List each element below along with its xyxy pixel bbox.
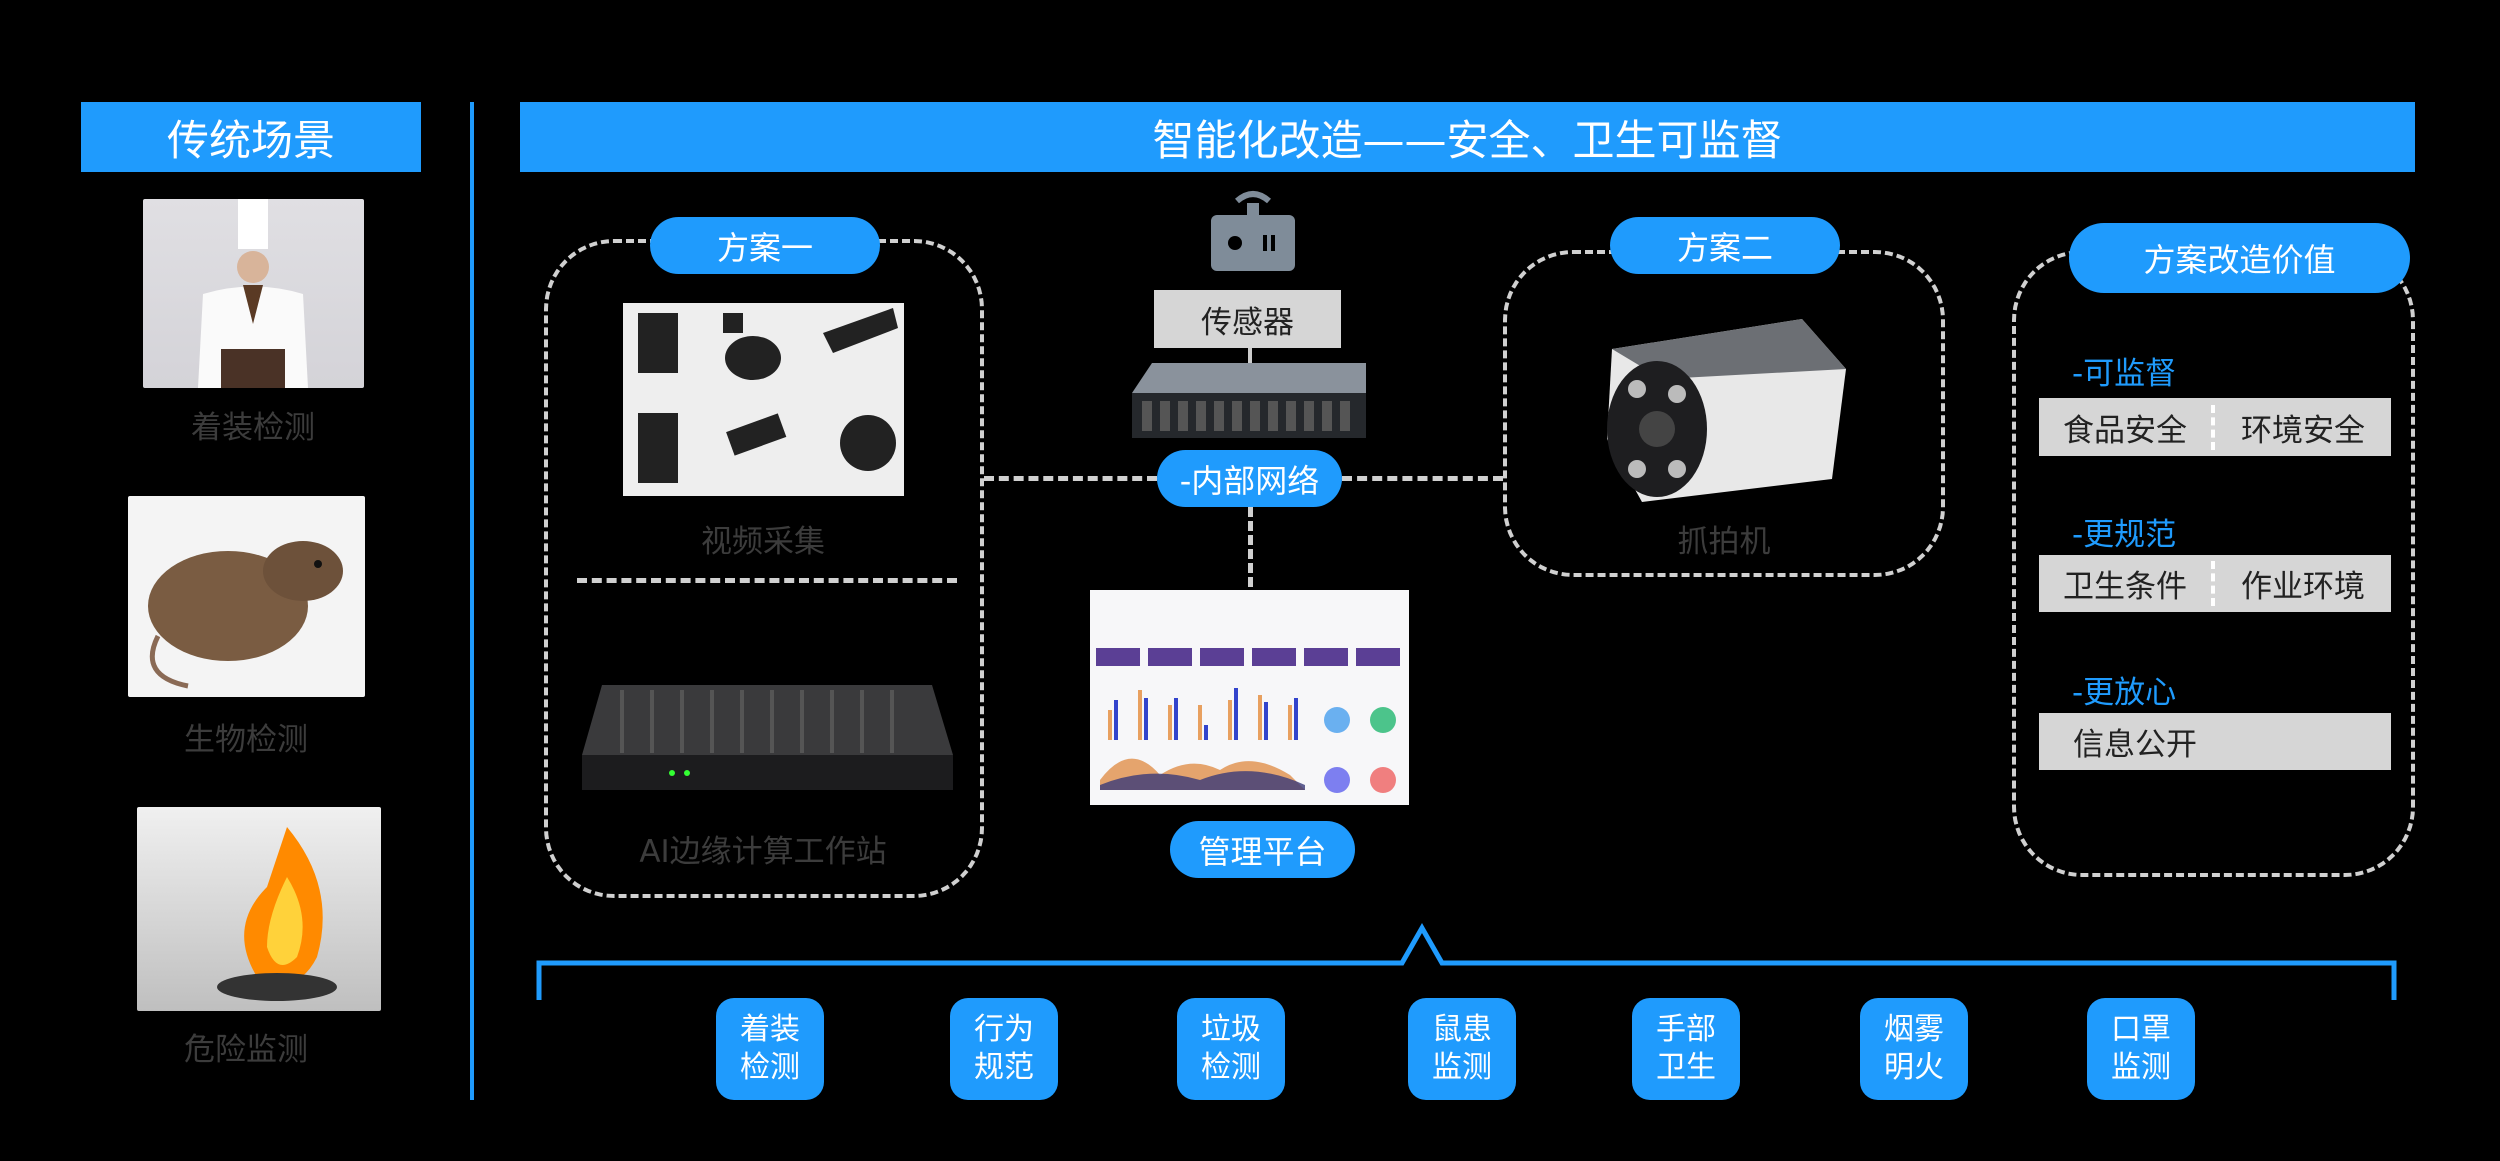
- sensor-label: 传感器: [1154, 290, 1341, 348]
- server-image: [1132, 363, 1366, 446]
- capture-camera-label: 抓拍机: [1677, 524, 1771, 560]
- info-disclosure-item: 信息公开: [2073, 727, 2197, 763]
- rat-photo: [128, 496, 365, 697]
- management-dashboard-image: [1090, 590, 1409, 805]
- standardized-heading: -更规范: [2072, 517, 2177, 553]
- bottom-item-hand-hygiene: 手部卫生: [1632, 998, 1740, 1100]
- bottom-item-garbage: 垃圾检测: [1177, 998, 1285, 1100]
- network-link-down: [1248, 507, 1253, 587]
- reassuring-heading: -更放心: [2072, 675, 2177, 711]
- bottom-item-behavior: 行为规范: [950, 998, 1058, 1100]
- plan2-pill: 方案二: [1610, 217, 1840, 274]
- management-platform-pill: 管理平台: [1170, 821, 1355, 878]
- vertical-divider: [470, 102, 474, 1100]
- network-link-left: [984, 476, 1157, 481]
- internal-network-pill: -内部网络: [1157, 450, 1342, 507]
- sensor-icon: [1207, 183, 1299, 271]
- plan1-divider: [577, 578, 957, 583]
- bottom-item-dress-detection: 着装检测: [716, 998, 824, 1100]
- bottom-item-rodent: 鼠患监测: [1408, 998, 1516, 1100]
- bottom-item-smoke-fire: 烟雾明火: [1860, 998, 1968, 1100]
- ai-edge-station-label: AI边缘计算工作站: [639, 834, 887, 870]
- reassuring-row: 信息公开: [2039, 713, 2391, 770]
- hygiene-conditions-item: 卫生条件: [2039, 561, 2215, 606]
- ai-edge-box-image: [582, 645, 953, 792]
- supervisable-row: 食品安全 环境安全: [2039, 398, 2391, 456]
- work-environment-item: 作业环境: [2241, 569, 2365, 605]
- dress-detection-label: 着装检测: [191, 410, 315, 446]
- traditional-scene-header: 传统场景: [81, 102, 421, 172]
- capture-camera-image: [1602, 319, 1846, 502]
- video-capture-label: 视频采集: [701, 524, 825, 560]
- main-header: 智能化改造——安全、卫生可监督: [520, 102, 2415, 172]
- value-pill: 方案改造价值: [2069, 223, 2410, 293]
- supervisable-heading: -可监督: [2072, 356, 2177, 392]
- bio-detection-label: 生物检测: [184, 722, 308, 758]
- chef-photo: [143, 199, 364, 388]
- environment-safety-item: 环境安全: [2241, 412, 2365, 449]
- food-safety-item: 食品安全: [2039, 404, 2215, 450]
- fire-photo: [137, 807, 381, 1011]
- cctv-cameras-image: [623, 303, 904, 496]
- plan1-pill: 方案一: [650, 217, 880, 274]
- network-link-right: [1342, 476, 1503, 481]
- danger-monitoring-label: 危险监测: [184, 1032, 308, 1068]
- standardized-row: 卫生条件 作业环境: [2039, 555, 2391, 612]
- sensor-connector: [1248, 348, 1252, 364]
- bottom-item-mask: 口罩监测: [2087, 998, 2195, 1100]
